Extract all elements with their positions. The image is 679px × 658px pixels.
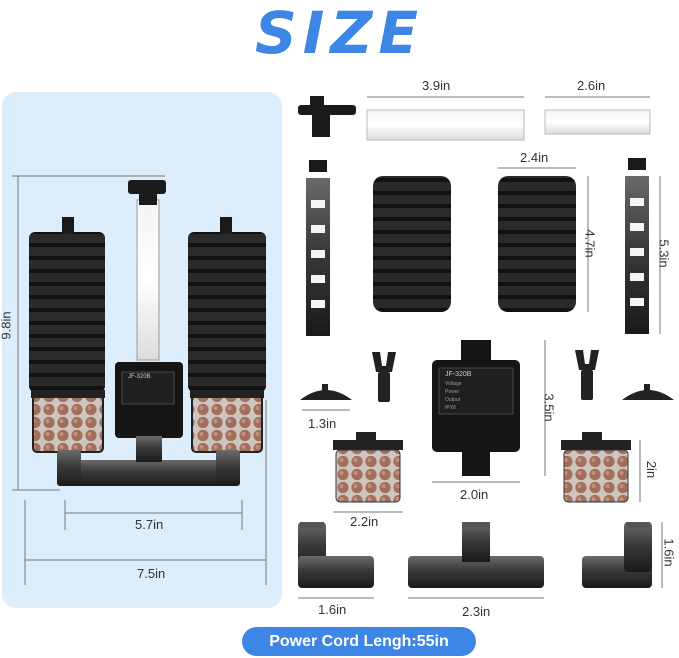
left-dimension-lines	[12, 175, 267, 585]
overall-height-label: 9.8in	[0, 311, 14, 340]
pump-width-label: 2.0in	[460, 487, 489, 502]
overall-width-label: 7.5in	[137, 566, 166, 581]
left-media-cup-part	[333, 432, 403, 503]
pump-spec-line: IPX8	[445, 405, 456, 411]
pump-height-label: 3.5in	[541, 393, 557, 422]
tee-fitting-part	[408, 522, 544, 588]
sponge-width-label: 2.4in	[520, 150, 549, 165]
short-tube-length-label: 2.6in	[577, 78, 606, 93]
pump-spec-line: Output	[445, 397, 461, 403]
left-suction-cup-part	[300, 390, 352, 400]
left-clip-part	[372, 352, 396, 372]
air-valve-part	[298, 96, 356, 137]
right-cup-height-label: 2in	[644, 460, 660, 479]
right-lift-pipe-part	[625, 158, 649, 334]
suction-cup-width-label: 1.3in	[308, 416, 337, 431]
assembled-filter	[29, 180, 266, 486]
long-tube-length-label: 3.9in	[422, 78, 451, 93]
pipe-height-label: 5.3in	[656, 239, 672, 268]
tee-width-label: 2.3in	[462, 604, 491, 619]
pump-model-label-left: JF-320B	[128, 374, 151, 380]
left-elbow-width-label: 1.6in	[318, 602, 347, 617]
right-elbow-height-label: 1.6in	[661, 538, 677, 567]
right-dimension-lines	[298, 96, 663, 599]
air-pump-part	[432, 340, 520, 476]
right-suction-cup-part	[622, 390, 674, 400]
sponge-height-label: 4.7in	[582, 229, 598, 258]
inner-width-label: 5.7in	[135, 517, 164, 532]
left-elbow-part	[298, 522, 374, 588]
right-sponge-part	[498, 176, 576, 312]
pump-model-label-right: JF-320B	[445, 371, 472, 378]
left-sponge-part	[373, 176, 451, 312]
left-cup-width-label: 2.2in	[350, 514, 379, 529]
long-tube-part	[366, 109, 525, 141]
right-elbow-part	[582, 522, 652, 588]
short-tube-part	[544, 109, 651, 135]
right-clip-part	[575, 350, 599, 370]
left-lift-pipe-part	[306, 160, 330, 336]
pump-spec-line: Power	[445, 389, 460, 395]
page-title: SIZE	[254, 0, 425, 67]
power-cord-length-banner: Power Cord Lengh:55in	[242, 627, 476, 656]
right-media-cup-part	[561, 432, 631, 503]
pump-spec-line: Voltage	[445, 381, 462, 387]
